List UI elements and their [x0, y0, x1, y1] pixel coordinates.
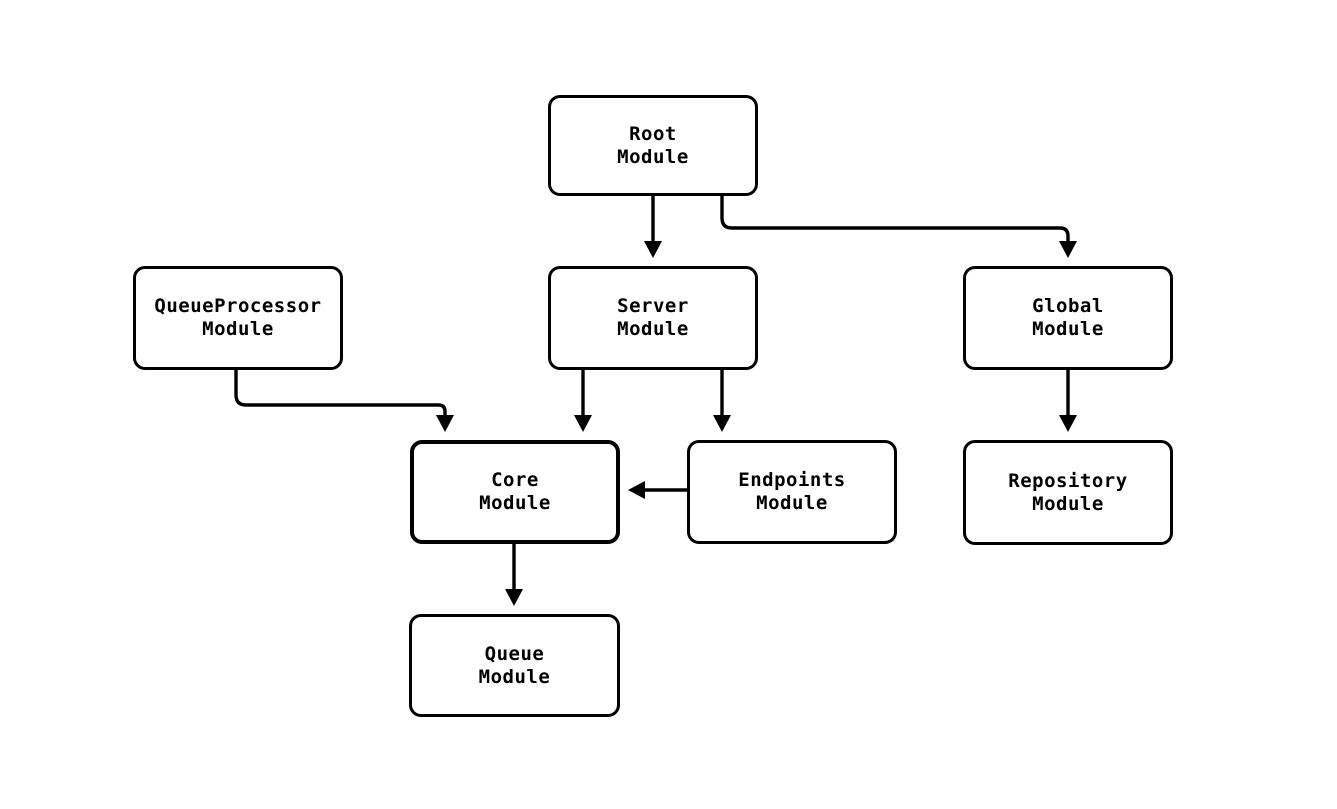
node-server-module-label: Server Module [617, 295, 689, 340]
node-queue-module-label: Queue Module [478, 642, 551, 688]
node-core-module-label: Core Module [479, 469, 551, 514]
node-endpoints-module[interactable]: Endpoints Module [687, 440, 897, 544]
edge-root-to-server [644, 196, 662, 258]
edge-queueprocessor-to-core [234, 370, 454, 432]
node-queueprocessor-module[interactable]: QueueProcessor Module [133, 266, 343, 370]
node-repository-module[interactable]: Repository Module [963, 440, 1173, 545]
node-root-module[interactable]: Root Module [548, 95, 758, 196]
node-global-module[interactable]: Global Module [963, 266, 1173, 370]
node-queueprocessor-module-label: QueueProcessor Module [154, 295, 322, 340]
edge-root-to-global [720, 196, 1077, 258]
node-core-module[interactable]: Core Module [410, 440, 620, 544]
edge-endpoints-to-core [628, 481, 687, 499]
node-root-module-label: Root Module [617, 122, 689, 168]
node-endpoints-module-label: Endpoints Module [738, 469, 846, 514]
node-repository-module-label: Repository Module [1008, 469, 1128, 515]
node-queue-module[interactable]: Queue Module [409, 614, 620, 717]
edge-server-to-endpoints [713, 370, 731, 432]
node-server-module[interactable]: Server Module [548, 266, 758, 370]
edge-server-to-core [574, 370, 592, 432]
node-global-module-label: Global Module [1032, 295, 1104, 340]
edge-core-to-queue [505, 544, 523, 606]
edge-global-to-repository [1059, 370, 1077, 432]
